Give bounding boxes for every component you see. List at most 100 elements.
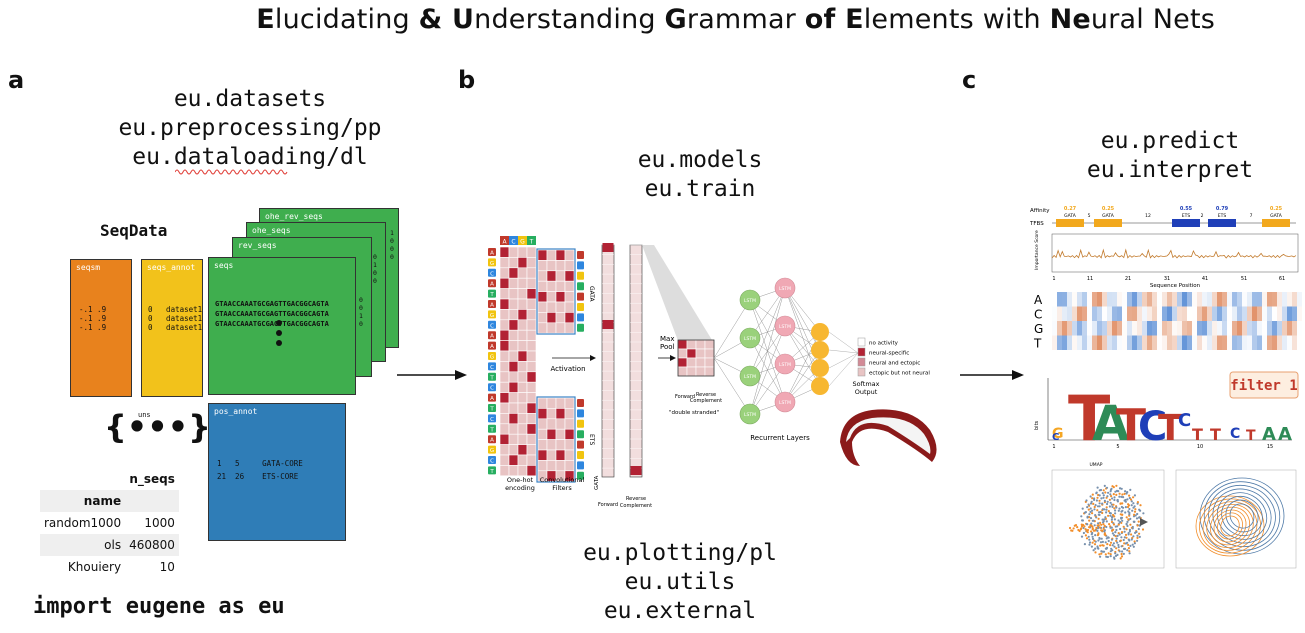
gap-number: 12 xyxy=(1145,213,1151,219)
tfbs-box xyxy=(1056,219,1084,227)
onehot-cell xyxy=(517,319,528,331)
heatmap-cell xyxy=(1277,306,1282,321)
legend-label: no activity xyxy=(869,341,899,347)
heatmap-cell xyxy=(1157,292,1162,307)
umap-point xyxy=(1120,531,1124,534)
onehot-cell xyxy=(508,340,519,352)
heatmap-cell xyxy=(1072,306,1077,321)
heatmap-cell xyxy=(1267,321,1272,336)
heatmap-cell xyxy=(1087,306,1092,321)
figure-title: Elucidating & Understanding Grammar of E… xyxy=(0,4,1305,35)
umap-point xyxy=(1090,533,1093,536)
seq-base-label: C xyxy=(490,417,494,423)
onehot-cell xyxy=(508,319,519,331)
umap-point xyxy=(1124,490,1127,493)
onehot-cell xyxy=(499,465,510,477)
x-tick: 51 xyxy=(1241,276,1247,282)
heatmap-cell xyxy=(1077,335,1082,350)
tfbs-box xyxy=(1172,219,1200,227)
lstm-node xyxy=(774,277,796,299)
heatmap-cell xyxy=(1102,292,1107,307)
umap-point xyxy=(1105,520,1108,523)
heatmap-cell xyxy=(1072,321,1077,336)
umap-point xyxy=(1114,531,1117,534)
umap-point xyxy=(1074,524,1078,527)
title-part: ural Nets xyxy=(1090,4,1215,35)
umap-point xyxy=(1089,495,1092,498)
umap-point xyxy=(1120,487,1123,490)
seq-base-box xyxy=(488,456,496,464)
filter-cell xyxy=(546,312,557,324)
umap-point xyxy=(1091,541,1094,544)
onehot-cell xyxy=(499,277,510,289)
pool-cell xyxy=(695,339,706,350)
umap-point xyxy=(1094,529,1097,532)
legend-swatch xyxy=(857,337,866,347)
umap-point xyxy=(1133,540,1136,543)
pool-cell xyxy=(677,357,688,368)
umap-point xyxy=(1105,486,1109,489)
heatmap-cell xyxy=(1217,292,1222,307)
umap-point xyxy=(1097,532,1100,535)
connection xyxy=(784,325,821,387)
umap-point xyxy=(1089,507,1092,510)
seq-base-box xyxy=(488,248,496,256)
umap-point xyxy=(1121,509,1124,512)
umap-point xyxy=(1133,542,1136,545)
umap-point xyxy=(1091,509,1094,512)
logo-x-tick: 5 xyxy=(1116,444,1119,450)
filter-cell xyxy=(555,449,566,461)
heatmap-cell xyxy=(1147,335,1152,350)
activation-map xyxy=(601,244,615,478)
module-dataloading: eu.dataloading/dl xyxy=(132,144,368,170)
heatmap-cell xyxy=(1052,306,1057,321)
umap-point xyxy=(1141,528,1145,531)
onehot-cell xyxy=(526,267,537,279)
umap-point xyxy=(1093,543,1097,546)
heatmap-cell xyxy=(1152,292,1157,307)
onehot-cell xyxy=(508,257,519,269)
heatmap-cell xyxy=(1207,292,1212,307)
panel-c-modules: eu.predict eu.interpret xyxy=(1060,127,1280,185)
forward-label: Forward xyxy=(598,502,618,508)
heatmap-cell xyxy=(1122,306,1127,321)
heatmap-cell xyxy=(1137,306,1142,321)
heatmap-cell xyxy=(1157,306,1162,321)
lstm-node xyxy=(739,327,761,349)
filter-base-box xyxy=(577,251,584,259)
filter-cell xyxy=(546,460,557,472)
umap-point xyxy=(1113,498,1116,502)
filter-cell xyxy=(555,418,566,430)
umap-point xyxy=(1121,513,1124,516)
umap-point xyxy=(1111,497,1114,500)
umap-point xyxy=(1110,495,1113,498)
softmax-node xyxy=(811,341,829,359)
heatmap-cell xyxy=(1192,321,1197,336)
onehot-cell xyxy=(526,309,537,321)
umap-point xyxy=(1116,498,1119,502)
title-part: E xyxy=(256,4,275,35)
base-header-cell xyxy=(509,236,518,245)
heatmap-cell xyxy=(1082,335,1087,350)
umap-point xyxy=(1120,517,1123,520)
heatmap-cell xyxy=(1072,335,1077,350)
heatmap-cell xyxy=(1057,292,1062,307)
umap-point xyxy=(1120,545,1123,548)
seq-base-box xyxy=(488,352,496,360)
heatmap-cell xyxy=(1247,321,1252,336)
onehot-cell xyxy=(499,444,510,456)
density-contour xyxy=(1199,498,1261,554)
umap-point xyxy=(1128,496,1131,500)
umap-point xyxy=(1136,501,1139,504)
umap-point xyxy=(1126,549,1129,552)
double-stranded-label: "double stranded" xyxy=(669,410,719,416)
umap-point xyxy=(1125,536,1128,539)
onehot-cell xyxy=(517,350,528,362)
umap-point xyxy=(1115,506,1118,509)
umap-point xyxy=(1110,526,1113,529)
onehot-cell xyxy=(499,402,510,414)
onehot-cell xyxy=(526,319,537,331)
umap-point xyxy=(1132,545,1135,548)
heatmap-cell xyxy=(1137,292,1142,307)
heatmap-cell xyxy=(1252,292,1257,307)
